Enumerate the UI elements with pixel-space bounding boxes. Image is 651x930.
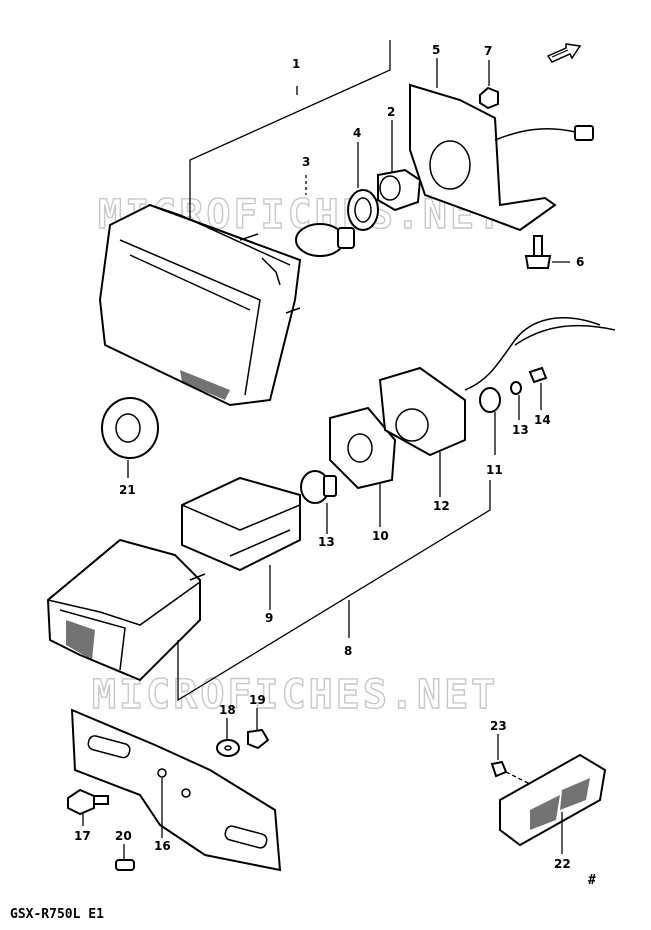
callout-13-lower: 13 xyxy=(318,535,335,549)
callout-17: 17 xyxy=(74,829,91,843)
callout-1: 1 xyxy=(292,57,300,71)
side-reflector xyxy=(499,753,607,847)
group-bracket-8 xyxy=(177,480,491,702)
socket xyxy=(377,168,422,212)
callout-22: 22 xyxy=(554,857,571,871)
license-plate-bracket xyxy=(70,708,282,872)
callout-9: 9 xyxy=(265,611,273,625)
bulb-small xyxy=(300,470,337,504)
bulb-tiny xyxy=(115,859,135,871)
license-lamp-housing xyxy=(46,538,206,682)
nut-small xyxy=(528,366,548,384)
callout-5: 5 xyxy=(432,43,440,57)
bolt xyxy=(524,235,552,269)
group-bracket-1 xyxy=(189,40,391,220)
callout-11: 11 xyxy=(486,463,503,477)
watermark-bottom: MICROFICHES.NET xyxy=(92,672,498,718)
gasket xyxy=(347,189,379,231)
bulb xyxy=(295,223,355,257)
reflector-nut xyxy=(490,760,531,785)
callout-12: 12 xyxy=(433,499,450,513)
leader-lines xyxy=(82,58,570,860)
nut xyxy=(479,86,499,110)
cushion xyxy=(479,387,501,413)
callout-23: 23 xyxy=(490,719,507,733)
bracket-plate xyxy=(409,83,594,232)
callout-14: 14 xyxy=(534,413,551,427)
callout-3: 3 xyxy=(302,155,310,169)
callout-2: 2 xyxy=(387,105,395,119)
grommet xyxy=(101,397,159,459)
corner-mark: # xyxy=(588,873,596,888)
washer-small xyxy=(510,381,522,395)
callout-13-upper: 13 xyxy=(512,423,529,437)
front-arrow-icon xyxy=(546,43,582,63)
callout-19: 19 xyxy=(249,693,266,707)
callout-4: 4 xyxy=(353,126,361,140)
bracket-nut xyxy=(247,728,270,750)
callout-20: 20 xyxy=(115,829,132,843)
lamp-gasket xyxy=(329,406,397,490)
callout-18: 18 xyxy=(219,703,236,717)
bracket-bolt xyxy=(67,788,109,816)
model-label: GSX-R750L E1 xyxy=(10,907,104,922)
tail-lamp-lens-assembly xyxy=(98,203,302,407)
callout-10: 10 xyxy=(372,529,389,543)
callout-16: 16 xyxy=(154,839,171,853)
callout-6: 6 xyxy=(576,255,584,269)
callout-21: 21 xyxy=(119,483,136,497)
license-lamp-lens xyxy=(181,476,301,572)
callouts: 1 2 3 4 5 6 7 8 9 10 11 12 13 13 14 16 1… xyxy=(74,43,584,871)
callout-7: 7 xyxy=(484,44,492,58)
callout-8: 8 xyxy=(344,644,352,658)
lamp-socket xyxy=(378,317,616,457)
washer xyxy=(216,739,240,757)
